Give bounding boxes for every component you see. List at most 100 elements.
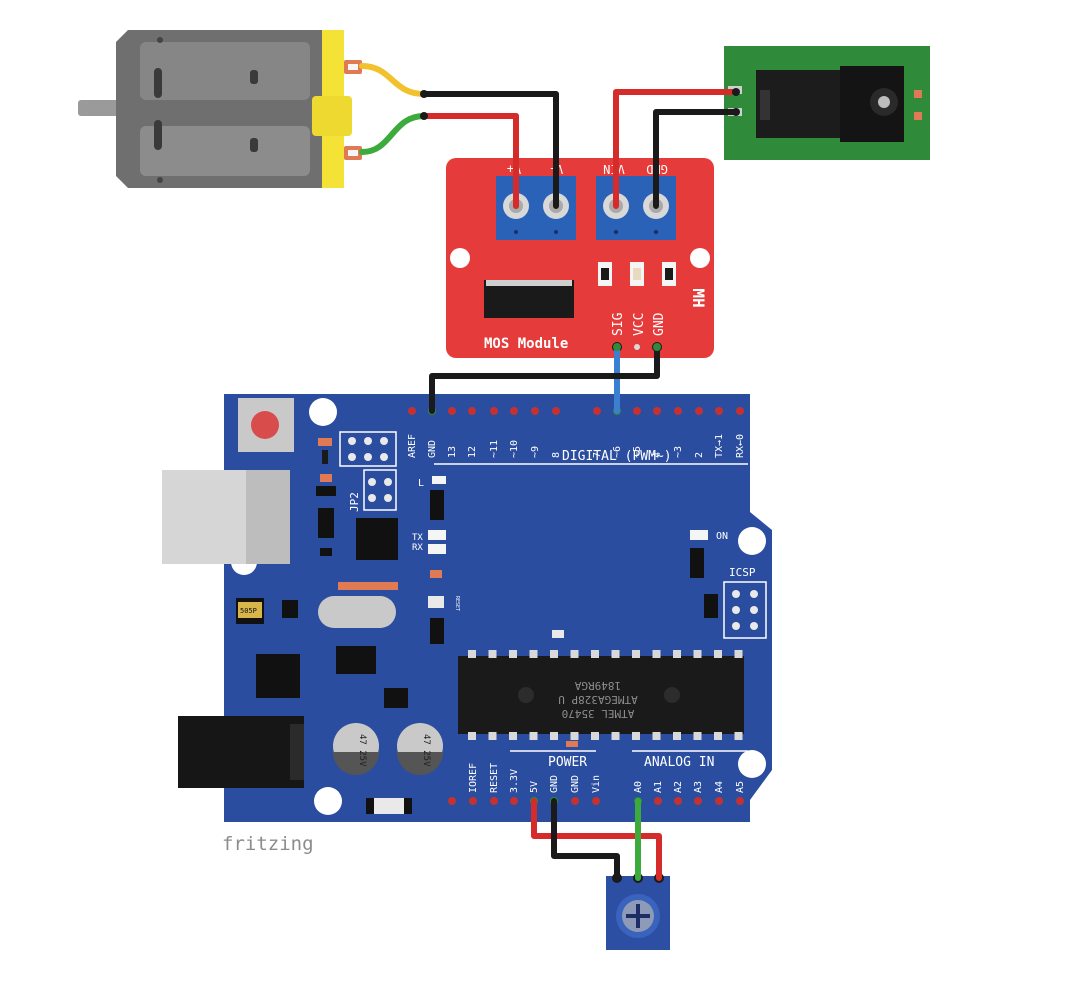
chip-pin	[529, 650, 538, 658]
digital-pin[interactable]	[633, 407, 641, 415]
reset-small-label: RESET	[454, 596, 460, 611]
mos-pin-sig-label: SIG	[611, 312, 626, 336]
chip-label-line3: 1849RGA	[574, 679, 621, 692]
digital-pin[interactable]	[408, 407, 416, 415]
chip-pin	[488, 650, 497, 658]
voltage-regulator	[256, 654, 300, 698]
chip-pin	[652, 650, 661, 658]
chip-pin	[488, 732, 497, 740]
digital-pin-label: ~3	[673, 446, 684, 458]
power-pin[interactable]	[490, 797, 498, 805]
power-pin-label: IOREF	[468, 763, 479, 793]
mos-pin-gnd-label: GND	[652, 312, 667, 336]
digital-pin-label: GND	[427, 440, 438, 458]
analog-pin[interactable]	[654, 797, 662, 805]
tx-label: TX	[412, 533, 423, 543]
chip-label-line2: ATMEGA328P U	[558, 693, 637, 706]
analog-pin[interactable]	[715, 797, 723, 805]
analog-pin-label: A3	[693, 781, 704, 793]
power-pin-label: GND	[570, 775, 581, 793]
mos-pin-vcc	[634, 344, 640, 350]
power-pin-label: RESET	[489, 763, 500, 793]
digital-pin-label: ~6	[612, 446, 623, 458]
digital-pin[interactable]	[510, 407, 518, 415]
chip-pin	[591, 732, 599, 740]
icsp-label: ICSP	[729, 566, 756, 579]
mosfet	[484, 280, 574, 318]
analog-label: ANALOG IN	[644, 755, 714, 770]
icsp-header	[723, 581, 767, 639]
chip-pin	[468, 650, 476, 658]
digital-pin[interactable]	[695, 407, 703, 415]
chip-pin	[570, 650, 579, 658]
digital-pin-label: ~11	[489, 440, 500, 458]
power-pin[interactable]	[448, 797, 456, 805]
rx-label: RX	[412, 543, 423, 553]
digital-pin-label: 4	[652, 452, 663, 458]
analog-pin[interactable]	[736, 797, 744, 805]
chip-pin	[734, 650, 743, 658]
wire-gnd-to-pot	[551, 798, 620, 881]
digital-pin-label: RX←0	[735, 434, 746, 458]
chip-pin	[734, 732, 743, 740]
chip-pin	[693, 650, 702, 658]
analog-pin-label: A2	[673, 781, 684, 793]
digital-pin[interactable]	[653, 407, 661, 415]
power-pin-label: Vin	[591, 775, 602, 793]
digital-pin-label: 8	[551, 452, 562, 458]
power-pin-label: 5V	[529, 781, 540, 793]
wire-endpoints	[420, 88, 740, 351]
chip-pin	[591, 650, 599, 658]
chip-pin	[550, 650, 558, 658]
wire-5v-to-pot	[531, 798, 662, 881]
analog-pin[interactable]	[674, 797, 682, 805]
digital-pin[interactable]	[490, 407, 498, 415]
digital-pin[interactable]	[674, 407, 682, 415]
digital-pin[interactable]	[593, 407, 601, 415]
chip-pin	[611, 650, 620, 658]
chip-pin	[509, 650, 517, 658]
power-pin[interactable]	[592, 797, 600, 805]
dc-motor	[78, 30, 362, 188]
analog-pin-label: A0	[633, 781, 644, 793]
digital-pin-label: AREF	[407, 434, 418, 458]
digital-pin[interactable]	[552, 407, 560, 415]
chip-pin	[611, 732, 620, 740]
chip-pin	[529, 732, 538, 740]
capacitor-2-label: 47 25V	[421, 734, 431, 767]
analog-pin-label: A1	[653, 781, 664, 793]
digital-pin-label: TX→1	[714, 434, 725, 458]
digital-pin-label: ~5	[632, 446, 643, 458]
digital-pin[interactable]	[736, 407, 744, 415]
chip-pin	[652, 732, 661, 740]
digital-pin-label: ~9	[530, 446, 541, 458]
power-pin[interactable]	[571, 797, 579, 805]
crystal	[318, 596, 396, 628]
power-pin[interactable]	[469, 797, 477, 805]
wire-gnd-to-arduino-gnd	[429, 344, 660, 414]
digital-label: DIGITAL (PWM~)	[562, 449, 672, 464]
power-pin[interactable]	[510, 797, 518, 805]
arduino-uno: JP2 505P L TX RX RESET 47 25V	[162, 394, 772, 822]
digital-pin-label: 12	[467, 446, 478, 458]
analog-pin[interactable]	[694, 797, 702, 805]
dc-barrel-jack	[178, 716, 304, 788]
wire-motor-to-vplus	[421, 113, 519, 209]
analog-pin-label: A4	[714, 781, 725, 793]
wires	[359, 63, 739, 881]
chip-pins-top	[468, 650, 743, 658]
mos-module: V+ V- VIN GND MOS Module MH SIG VCC GND	[446, 158, 714, 358]
chip-pin	[693, 732, 702, 740]
digital-pin[interactable]	[448, 407, 456, 415]
digital-pin[interactable]	[468, 407, 476, 415]
chip-pins-bottom	[468, 732, 743, 740]
chip-pin	[570, 732, 579, 740]
mos-pin-vcc-label: VCC	[632, 313, 647, 336]
power-label: POWER	[548, 755, 587, 770]
digital-pin[interactable]	[715, 407, 723, 415]
power-pin-label: 3.3V	[509, 769, 520, 793]
jp2-label: JP2	[348, 492, 361, 512]
digital-pin-label: 2	[694, 452, 705, 458]
digital-pin[interactable]	[531, 407, 539, 415]
